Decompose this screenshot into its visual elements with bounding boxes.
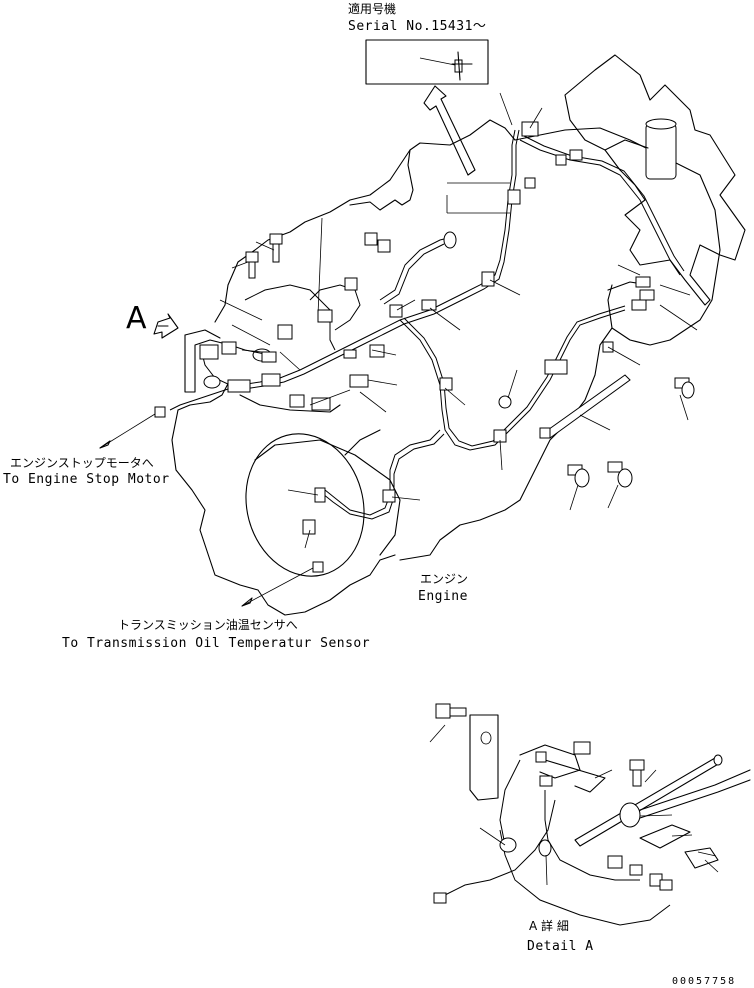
serial-label-jp: 適用号機 (348, 1, 396, 16)
detail-label-jp: A 詳 細 (529, 918, 569, 933)
junction-bracket (184, 329, 341, 413)
stop-motor-label-en: To Engine Stop Motor (3, 472, 170, 487)
detail-a-view: A 詳 細 Detail A (429, 703, 751, 954)
engine-label-jp: エンジン (420, 572, 468, 586)
engine-body (214, 54, 746, 561)
trans-sensor-label-en: To Transmission Oil Temperatur Sensor (62, 636, 370, 651)
trans-sensor-label-jp: トランスミッション油温センサへ (118, 618, 298, 632)
bolt-icon (245, 251, 259, 279)
serial-inset: 適用号機 Serial No.15431～ (348, 1, 489, 85)
bolt-icon (607, 461, 633, 488)
bolt-icon (567, 464, 590, 488)
serial-inset-box (365, 39, 489, 85)
detail-label-en: Detail A (527, 939, 594, 954)
serial-label-en: Serial No.15431～ (348, 19, 486, 34)
view-a-marker: A (126, 301, 179, 339)
stop-motor-callout: エンジンストップモータへ To Engine Stop Motor (3, 413, 170, 487)
stop-motor-label-jp: エンジンストップモータへ (10, 456, 154, 470)
drawing-number: 00057758 (672, 976, 736, 987)
trans-sensor-callout: トランスミッション油温センサへ To Transmission Oil Temp… (62, 567, 370, 651)
inset-pointer-arrow (423, 85, 476, 176)
bolt-icon (629, 759, 645, 787)
bolt-icon (269, 233, 283, 263)
view-a-label: A (126, 301, 147, 336)
bolt-icon (674, 377, 695, 399)
leader-lines (219, 92, 698, 549)
bolts (245, 233, 695, 488)
engine-label-group: エンジン Engine (418, 572, 468, 604)
engine-fan (564, 54, 746, 306)
engine-label-en: Engine (418, 589, 468, 604)
transmission-housing (171, 379, 401, 616)
main-harness (169, 129, 685, 520)
bolt-icon (435, 703, 467, 719)
